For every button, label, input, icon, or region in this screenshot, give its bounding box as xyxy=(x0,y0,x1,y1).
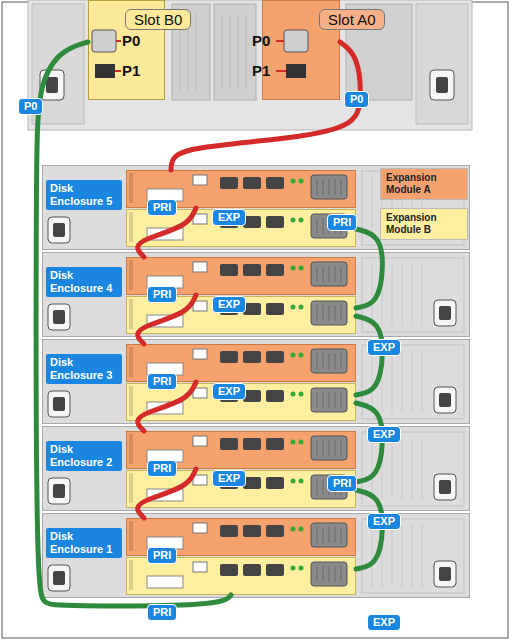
port-badge: PRI xyxy=(147,199,177,216)
expansion-module: PRIEXP xyxy=(126,344,356,382)
slot-label: Slot B0 xyxy=(125,9,191,30)
expansion-module: PRIEXP xyxy=(126,257,356,295)
port-badge: PRI xyxy=(327,475,357,492)
port-badge: EXP xyxy=(212,209,246,226)
enclosure-label: Disk Enclosure 1 xyxy=(46,528,122,558)
port-badge: EXP xyxy=(212,383,246,400)
disk-enclosure: Disk Enclosure 2PRIEXPPRIEXP xyxy=(42,426,470,511)
port-badge: EXP xyxy=(367,426,401,443)
enclosure-label: Disk Enclosure 3 xyxy=(46,354,122,384)
expansion-module: PRIEXP xyxy=(126,170,356,208)
legend-text: Expansion Module B xyxy=(386,212,437,235)
port-badge: PRI xyxy=(147,604,177,621)
expansion-module: PRIEXP xyxy=(126,431,356,469)
port-badge: EXP xyxy=(367,339,401,356)
slot-label: Slot A0 xyxy=(319,9,385,30)
expansion-module: PRI xyxy=(126,518,356,556)
port-badge: EXP xyxy=(212,296,246,313)
port-badge: PRI xyxy=(147,373,177,390)
port-badge: PRI xyxy=(147,286,177,303)
port-name: P0 xyxy=(252,32,270,49)
enclosure-label: Disk Enclosure 5 xyxy=(46,180,122,210)
legend-swatch: Expansion Module B xyxy=(380,208,468,240)
cable-badge: P0 xyxy=(18,98,43,115)
port-badge: EXP xyxy=(367,513,401,530)
disk-enclosure: Disk Enclosure 4PRIEXPEXP xyxy=(42,252,470,337)
enclosure-label: Disk Enclosure 4 xyxy=(46,267,122,297)
cable-badge: P0 xyxy=(344,91,369,108)
port-badge: PRI xyxy=(147,547,177,564)
port-badge: PRI xyxy=(327,214,357,231)
port-name: P1 xyxy=(122,62,140,79)
port-badge: PRI xyxy=(147,460,177,477)
legend-swatch: Expansion Module A xyxy=(380,168,468,200)
slot-card: Slot A0 xyxy=(262,0,340,100)
port-name: P0 xyxy=(122,32,140,49)
port-name: P1 xyxy=(252,62,270,79)
port-badge: EXP xyxy=(367,614,401,631)
legend-text: Expansion Module A xyxy=(386,172,437,195)
disk-enclosure: Disk Enclosure 1PRIPRIEXP xyxy=(42,513,470,598)
port-badge: EXP xyxy=(212,470,246,487)
enclosure-label: Disk Enclosure 2 xyxy=(46,441,122,471)
slot-card: Slot B0 xyxy=(88,0,165,100)
disk-enclosure: Disk Enclosure 3PRIEXPEXP xyxy=(42,339,470,424)
